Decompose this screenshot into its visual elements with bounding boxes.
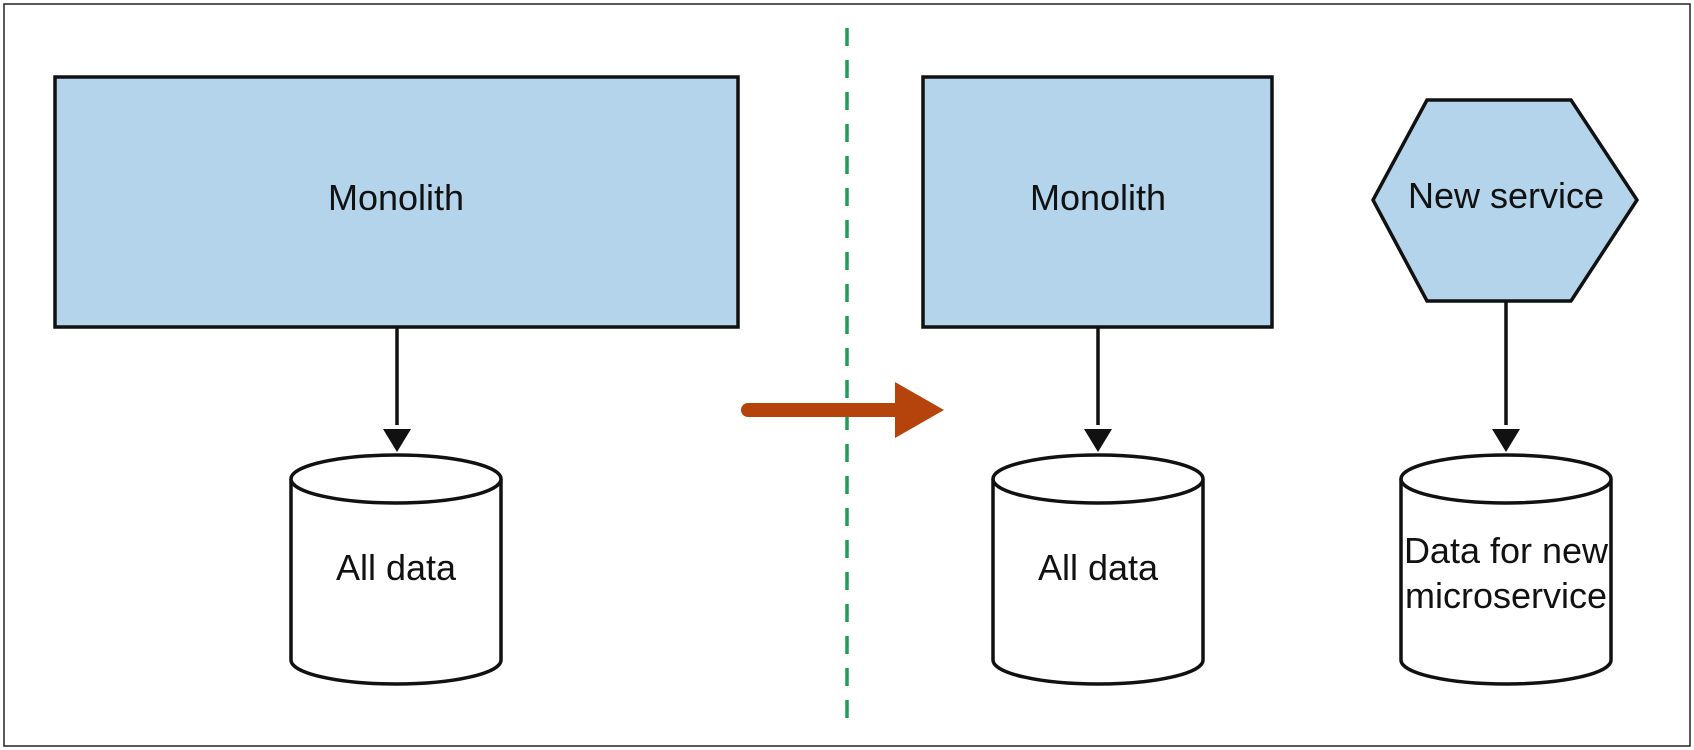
after-monolith-label: Monolith: [1030, 177, 1166, 218]
new-service-label: New service: [1408, 175, 1604, 216]
new-service-hexagon: [1371, 98, 1640, 303]
new-service-database: Data for new microservice: [1399, 453, 1613, 686]
after-monolith-database: All data: [991, 453, 1205, 686]
before-database: All data: [289, 453, 503, 686]
before-group: Monolith All data: [53, 75, 740, 686]
before-database-label: All data: [336, 547, 457, 588]
after-monolith-database-label: All data: [1038, 547, 1159, 588]
before-database-top: [289, 453, 503, 505]
before-monolith-label: Monolith: [328, 177, 464, 218]
after-group: Monolith All data New service Data for n…: [921, 75, 1640, 686]
new-service-database-label-line2: microservice: [1405, 575, 1607, 616]
new-service-connector-arrowhead: [1492, 429, 1520, 452]
before-monolith-box: [53, 75, 740, 329]
before-connector-arrowhead: [383, 429, 411, 452]
after-monolith-connector-arrowhead: [1084, 429, 1112, 452]
after-monolith-database-body: [991, 479, 1205, 686]
transition-arrow-head: [895, 382, 944, 438]
arrow-right-icon: [741, 382, 944, 438]
new-service-database-top: [1399, 453, 1613, 505]
after-monolith-database-top: [991, 453, 1205, 505]
new-service-database-body: [1399, 479, 1613, 686]
before-database-body: [289, 479, 503, 686]
new-service-database-label-line1: Data for new: [1404, 530, 1609, 571]
